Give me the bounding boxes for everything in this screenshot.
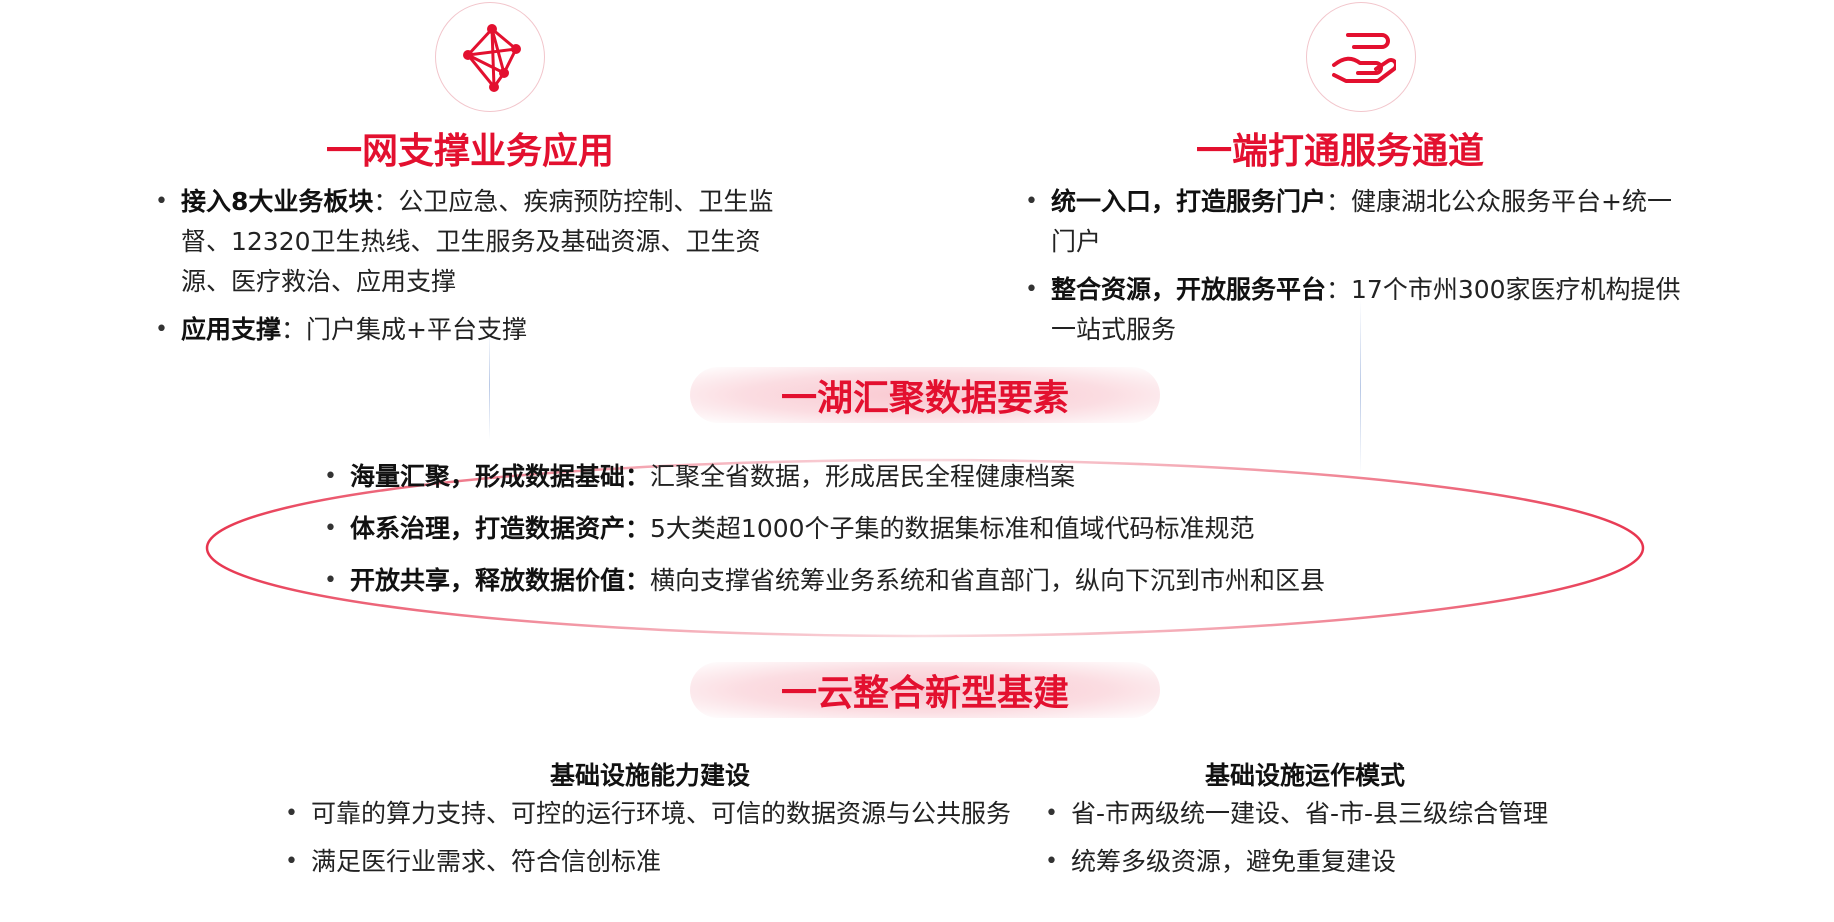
- list-item: 省-市两级统一建设、省-市-县三级综合管理: [1043, 794, 1563, 834]
- network-title: 一网支撑业务应用: [326, 131, 615, 172]
- connector-line-left: [489, 330, 490, 440]
- network-bullet-list: 接入8大业务板块：公卫应急、疾病预防控制、卫生监督、12320卫生热线、卫生服务…: [153, 182, 793, 358]
- list-item: 应用支撑：门户集成+平台支撑: [153, 310, 793, 350]
- network-icon: [463, 24, 521, 92]
- operation-heading: 基础设施运作模式: [1204, 761, 1405, 790]
- network-icon-badge: [435, 2, 545, 112]
- list-item: 统一入口，打造服务门户：健康湖北公众服务平台+统一门户: [1023, 182, 1683, 262]
- capability-heading: 基础设施能力建设: [549, 761, 750, 790]
- terminal-title: 一端打通服务通道: [1196, 131, 1485, 172]
- list-item: 体系治理，打造数据资产：5大类超1000个子集的数据集标准和值域代码标准规范: [322, 510, 1502, 548]
- operation-bullet-list: 省-市两级统一建设、省-市-县三级综合管理 统筹多级资源，避免重复建设: [1043, 794, 1563, 890]
- list-item: 接入8大业务板块：公卫应急、疾病预防控制、卫生监督、12320卫生热线、卫生服务…: [153, 182, 793, 302]
- list-item: 整合资源，开放服务平台：17个市州300家医疗机构提供一站式服务: [1023, 270, 1683, 350]
- terminal-bullet-list: 统一入口，打造服务门户：健康湖北公众服务平台+统一门户 整合资源，开放服务平台：…: [1023, 182, 1683, 358]
- data-lake-bullet-list: 海量汇聚，形成数据基础：汇聚全省数据，形成居民全程健康档案 体系治理，打造数据资…: [322, 458, 1502, 608]
- capability-bullet-list: 可靠的算力支持、可控的运行环境、可信的数据资源与公共服务 满足医行业需求、符合信…: [283, 794, 1023, 890]
- cloud-title-pill: 一云整合新型基建: [690, 662, 1160, 718]
- cloud-title: 一云整合新型基建: [780, 673, 1069, 714]
- list-item: 开放共享，释放数据价值：横向支撑省统筹业务系统和省直部门，纵向下沉到市州和区县: [322, 562, 1502, 600]
- list-item: 统筹多级资源，避免重复建设: [1043, 842, 1563, 882]
- data-lake-title: 一湖汇聚数据要素: [780, 378, 1069, 419]
- list-item: 满足医行业需求、符合信创标准: [283, 842, 1023, 882]
- hand-service-icon: [1332, 33, 1396, 83]
- list-item: 可靠的算力支持、可控的运行环境、可信的数据资源与公共服务: [283, 794, 1023, 834]
- list-item: 海量汇聚，形成数据基础：汇聚全省数据，形成居民全程健康档案: [322, 458, 1502, 496]
- hand-service-icon-badge: [1306, 2, 1416, 112]
- connector-line-right: [1360, 300, 1361, 475]
- data-lake-title-pill: 一湖汇聚数据要素: [690, 367, 1160, 423]
